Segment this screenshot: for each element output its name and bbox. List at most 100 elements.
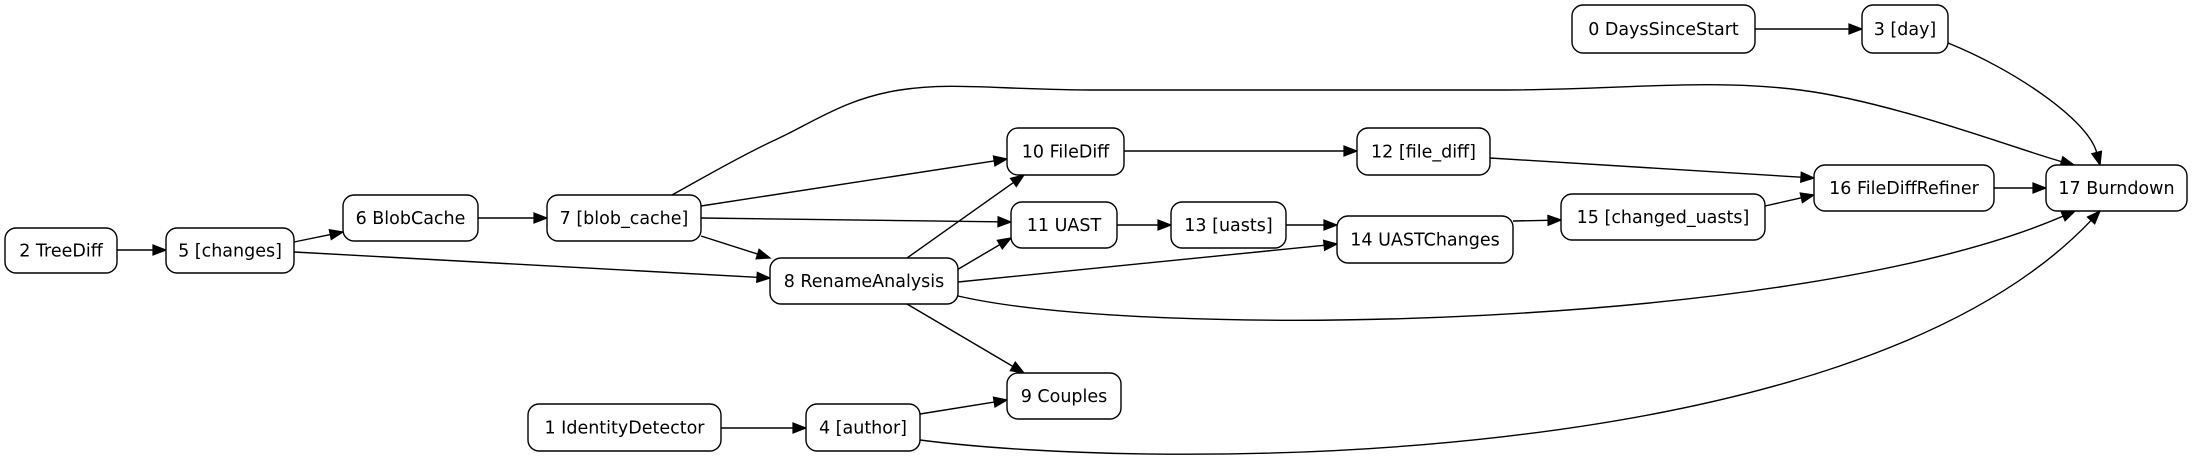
node-box <box>527 403 722 452</box>
arrowhead <box>328 228 345 241</box>
arrowhead <box>992 155 1009 167</box>
edge-line <box>1489 157 1802 178</box>
edge-line <box>1947 42 2098 153</box>
node-label: 10 FileDiff <box>1022 143 1110 163</box>
edge-n4-n9 <box>919 396 1009 415</box>
edge-line <box>906 181 1014 259</box>
edge-n5-n6 <box>293 228 345 243</box>
arrowhead <box>1157 219 1173 231</box>
edge-line <box>700 235 758 255</box>
arrowhead <box>1009 361 1026 374</box>
edge-n5-n8 <box>293 251 772 284</box>
edges-layer <box>117 23 2103 455</box>
edge-line <box>957 215 2064 321</box>
arrowhead <box>1322 239 1339 252</box>
node-label: 3 [day] <box>1874 20 1937 40</box>
node-box <box>165 227 295 274</box>
node-label: 13 [uasts] <box>1184 216 1272 236</box>
arrowhead <box>1848 23 1864 35</box>
edge-n3-n17 <box>1947 42 2103 167</box>
node-box <box>805 403 921 452</box>
edge-n0-n3 <box>1755 23 1864 35</box>
node-label: 4 [author] <box>819 419 907 439</box>
node-box <box>1336 215 1514 264</box>
node-n10: 10 FileDiff <box>1006 127 1125 176</box>
node-n11: 11 UAST <box>1010 201 1118 249</box>
edge-n10-n12 <box>1124 145 1359 157</box>
arrowhead <box>1323 219 1339 231</box>
arrowhead <box>1547 214 1563 227</box>
edge-n7-n8 <box>700 235 772 260</box>
node-n3: 3 [day] <box>1861 4 1949 54</box>
arrowhead <box>756 271 772 284</box>
edge-line <box>919 401 995 415</box>
edge-line <box>906 303 1014 367</box>
node-n15: 15 [changed_uasts] <box>1560 193 1766 241</box>
edge-line <box>700 217 999 223</box>
node-box <box>1356 127 1491 176</box>
node-box <box>1170 201 1287 249</box>
node-n9: 9 Couples <box>1006 372 1122 420</box>
arrowhead <box>152 244 168 256</box>
node-label: 0 DaysSinceStart <box>1588 20 1739 40</box>
edge-line <box>671 84 2062 196</box>
node-n6: 6 BlobCache <box>342 194 479 242</box>
edge-n16-n17 <box>1994 182 2048 194</box>
edge-n7-n10 <box>700 155 1009 207</box>
edge-n6-n7 <box>478 212 549 224</box>
node-box <box>1560 193 1766 241</box>
edge-line <box>293 251 758 278</box>
node-box <box>546 194 702 242</box>
arrowhead <box>2060 210 2077 222</box>
edge-n14-n15 <box>1512 214 1563 227</box>
node-label: 17 Burndown <box>2058 179 2174 199</box>
edge-n8-n10 <box>906 174 1026 259</box>
arrowhead <box>1800 171 1816 184</box>
arrowhead <box>1799 192 1816 204</box>
arrowhead <box>1343 145 1359 157</box>
node-n16: 16 FileDiffRefiner <box>1813 164 1995 212</box>
node-label: 16 FileDiffRefiner <box>1829 179 1980 199</box>
arrowhead <box>792 422 808 434</box>
node-box <box>1861 4 1949 54</box>
node-n4: 4 [author] <box>805 403 921 452</box>
arrowhead <box>2086 209 2102 225</box>
node-n0: 0 DaysSinceStart <box>1571 4 1756 54</box>
edge-n8-n14 <box>957 239 1339 283</box>
arrowhead <box>997 215 1013 228</box>
edge-line <box>957 244 1325 283</box>
node-label: 7 [blob_cache] <box>560 209 689 229</box>
node-label: 14 UASTChanges <box>1350 231 1500 251</box>
node-label: 1 IdentityDetector <box>544 419 705 439</box>
edge-line <box>919 219 2092 455</box>
node-label: 12 [file_diff] <box>1371 143 1476 163</box>
arrowhead <box>533 212 549 224</box>
arrowhead <box>2090 150 2103 167</box>
edge-line <box>1764 197 1802 207</box>
node-n2: 2 TreeDiff <box>4 227 118 274</box>
node-n1: 1 IdentityDetector <box>527 403 722 452</box>
edge-n7-n11 <box>700 215 1013 228</box>
node-n13: 13 [uasts] <box>1170 201 1287 249</box>
node-n7: 7 [blob_cache] <box>546 194 702 242</box>
edge-n11-n13 <box>1117 219 1173 231</box>
node-box <box>4 227 118 274</box>
arrowhead <box>755 248 772 260</box>
edge-n8-n11 <box>949 237 1013 275</box>
node-box <box>1813 164 1995 212</box>
node-label: 11 UAST <box>1027 216 1102 236</box>
edge-n8-n9 <box>906 303 1026 374</box>
arrowhead <box>996 237 1013 250</box>
arrowhead <box>2032 182 2048 194</box>
edge-n13-n14 <box>1286 219 1339 231</box>
edge-n15-n16 <box>1764 192 1816 207</box>
node-box <box>342 194 479 242</box>
node-n17: 17 Burndown <box>2045 164 2188 212</box>
edge-n4-n17 <box>919 209 2102 455</box>
node-label: 5 [changes] <box>178 242 282 262</box>
arrowhead <box>992 396 1009 408</box>
edge-n2-n5 <box>117 244 168 256</box>
edge-line <box>700 160 995 207</box>
node-box <box>1571 4 1756 54</box>
